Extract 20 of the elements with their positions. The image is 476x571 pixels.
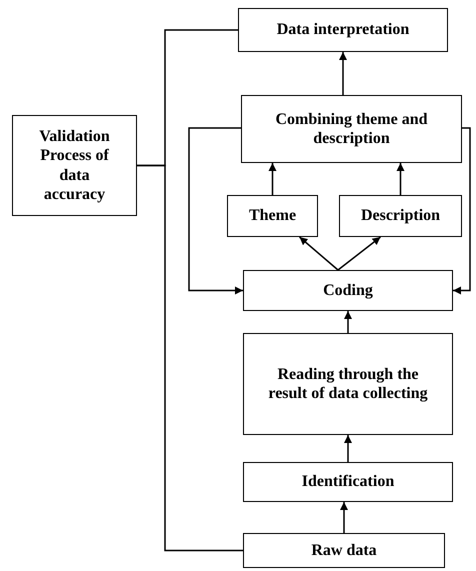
arrow [339,52,347,95]
process-box: Identification [243,462,453,502]
arrow [344,435,352,462]
arrow [188,127,243,294]
process-box: Coding [243,270,453,311]
arrow [344,311,352,333]
process-box: Data interpretation [238,8,448,52]
arrow [268,163,276,195]
process-box: Reading through the result of data collecting [243,333,453,435]
arrow [299,236,338,271]
process-box: Description [339,195,462,237]
arrow [340,502,348,533]
arrow [338,236,381,271]
arrow [453,127,471,294]
arrow [396,163,404,195]
process-box: Raw data [243,533,445,568]
process-box: Combining theme and description [241,95,462,163]
process-box: Theme [227,195,318,237]
process-box: Validation Process of data accuracy [12,115,137,216]
connector-line [137,164,243,552]
